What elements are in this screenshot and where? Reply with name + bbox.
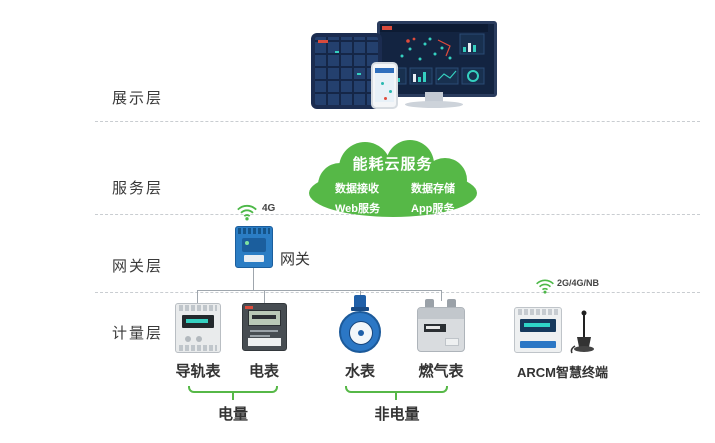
gas-meter-band	[418, 308, 464, 319]
layer-label-display: 展示层	[112, 90, 164, 107]
cloud-feature: 数据存储	[411, 183, 455, 195]
gateway-device	[235, 226, 273, 268]
dashboard-map	[380, 24, 488, 85]
layer-separator	[95, 292, 700, 293]
water-meter-body	[339, 311, 381, 353]
meter-button	[196, 336, 202, 342]
water-meter-dial-center	[358, 330, 364, 336]
meter-digits	[524, 323, 550, 327]
gateway-label-strip	[244, 255, 264, 262]
gas-meter-counter	[424, 324, 446, 332]
tablet-logo	[318, 40, 328, 43]
meter-display	[520, 319, 556, 332]
cloud-feature: Web服务	[335, 203, 381, 215]
layer-label-gateway: 网关层	[112, 258, 164, 275]
phone-map-dot	[389, 90, 392, 93]
group-label-non-electric: 非电量	[374, 406, 420, 423]
gas-meter-label-plate	[445, 338, 459, 346]
meter-label-water: 水表	[344, 363, 375, 380]
phone-screen	[375, 68, 394, 102]
gateway-wireless-tag: 4G	[262, 203, 276, 214]
monitor-base	[405, 101, 463, 108]
meter-terminals	[179, 345, 217, 351]
meter-accent-strip	[520, 341, 556, 348]
connector-line	[360, 290, 361, 298]
din-rail-meter-device	[175, 303, 221, 353]
meter-display	[248, 310, 281, 326]
phone-map-dot	[381, 82, 384, 85]
gateway-led	[245, 241, 249, 245]
cloud-feature: 数据接收	[335, 183, 379, 195]
meter-detail	[250, 330, 278, 332]
antenna-icon	[570, 310, 594, 354]
meter-button	[185, 336, 191, 342]
water-meter-dial	[349, 321, 373, 345]
cloud-feature-list: 数据接收 数据存储 Web服务 App服务	[335, 180, 455, 216]
meter-terminals	[518, 309, 558, 315]
cloud-feature: App服务	[411, 203, 455, 215]
layer-separator	[95, 121, 700, 122]
terminal-label: ARCM智慧终端	[517, 365, 608, 380]
gas-meter-body	[417, 307, 465, 352]
connector-line	[441, 290, 442, 301]
phone-device	[371, 62, 398, 109]
terminal-wireless-tag: 2G/4G/NB	[557, 278, 600, 288]
electric-meter-device	[242, 303, 287, 351]
phone-map-dot	[384, 97, 387, 100]
connector-line	[253, 268, 254, 290]
gas-meter-digits	[426, 326, 440, 329]
arcm-terminal-device	[514, 307, 562, 353]
meter-detail	[250, 335, 270, 337]
group-label-electric: 电量	[217, 406, 248, 423]
gas-meter-pipe	[447, 299, 456, 308]
group-bracket-tick	[395, 392, 397, 400]
meter-digits	[252, 315, 276, 319]
connector-bus	[197, 290, 442, 291]
wifi-icon	[536, 279, 554, 294]
tablet-device	[311, 33, 382, 109]
monitor-stand	[425, 92, 443, 102]
meter-display	[182, 315, 214, 328]
meter-digits	[186, 319, 208, 323]
meter-label-din-rail: 导轨表	[175, 363, 221, 380]
cloud-title: 能耗云服务	[352, 156, 433, 173]
tablet-indicator	[335, 51, 339, 53]
meter-terminals	[179, 305, 217, 311]
layer-label-service: 服务层	[112, 180, 164, 197]
meter-label-strip	[248, 338, 281, 346]
cloud-service: 能耗云服务 数据接收 数据存储 Web服务 App服务	[305, 140, 480, 218]
tablet-screen	[315, 37, 378, 105]
gas-meter-device	[417, 299, 465, 352]
water-meter-device	[336, 295, 384, 353]
gateway-label: 网关	[280, 251, 311, 268]
water-meter-flange	[351, 307, 369, 311]
connector-line	[197, 290, 198, 304]
meter-label-electric: 电表	[248, 363, 279, 380]
meter-logo	[245, 306, 253, 309]
phone-header	[375, 68, 394, 73]
meter-label-gas: 燃气表	[418, 363, 464, 380]
cloud-shape	[309, 140, 477, 217]
connector-line	[264, 290, 265, 304]
tablet-indicator	[357, 73, 361, 75]
group-bracket-tick	[232, 392, 234, 400]
layer-label-metering: 计量层	[112, 325, 164, 342]
gateway-terminals	[238, 228, 270, 234]
gas-meter-pipe	[425, 299, 434, 308]
wifi-icon	[237, 204, 257, 221]
